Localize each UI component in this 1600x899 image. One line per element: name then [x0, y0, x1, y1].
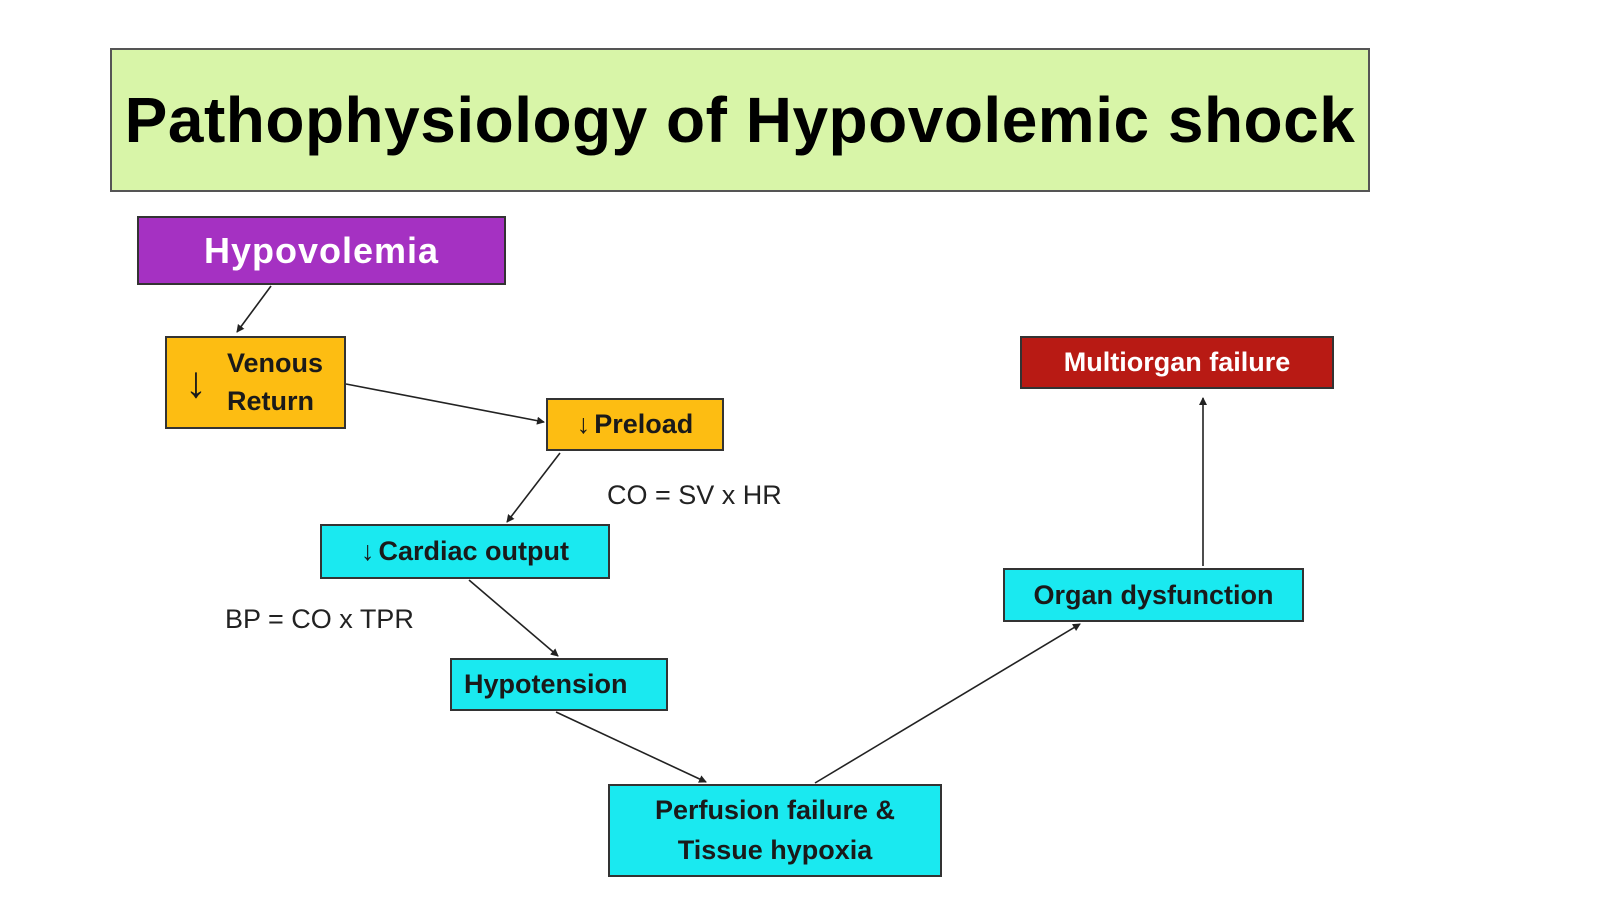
down-arrow-icon: ↓	[360, 536, 375, 566]
venous-line1: Venous	[227, 347, 324, 378]
arrow-cardiac-to-hypotension	[468, 579, 559, 657]
page-title: Pathophysiology of Hypovolemic shock	[110, 48, 1370, 192]
node-multiorgan-failure: Multiorgan failure	[1020, 336, 1334, 389]
down-arrow-icon: ↓	[185, 357, 207, 407]
arrow-perfusion-to-organ	[814, 623, 1081, 784]
node-preload: ↓ Preload	[546, 398, 724, 451]
node-organ-dysfunction: Organ dysfunction	[1003, 568, 1304, 622]
perfusion-line1: Perfusion failure &	[654, 795, 896, 826]
arrow-hypotension-to-perfusion	[555, 711, 707, 783]
node-venous-return-label: Venous Return	[227, 345, 323, 421]
perfusion-line2: Tissue hypoxia	[677, 834, 873, 865]
node-hypotension: Hypotension	[450, 658, 668, 711]
arrow-hypovolemia-to-venous	[236, 285, 272, 333]
formula-blood-pressure: BP = CO x TPR	[225, 604, 414, 634]
node-hypovolemia: Hypovolemia	[137, 216, 506, 285]
formula-cardiac-output: CO = SV x HR	[607, 480, 782, 510]
node-perfusion-failure: Perfusion failure & Tissue hypoxia	[608, 784, 942, 877]
down-arrow-icon: ↓	[576, 409, 591, 439]
node-preload-label: Preload	[594, 409, 694, 439]
node-cardiac-output-label: Cardiac output	[378, 536, 569, 566]
arrow-venous-to-preload	[345, 383, 545, 425]
venous-line2: Return	[227, 385, 314, 416]
arrow-preload-to-cardiac	[506, 452, 561, 523]
node-cardiac-output: ↓ Cardiac output	[320, 524, 610, 579]
node-venous-return: ↓ Venous Return	[165, 336, 346, 429]
